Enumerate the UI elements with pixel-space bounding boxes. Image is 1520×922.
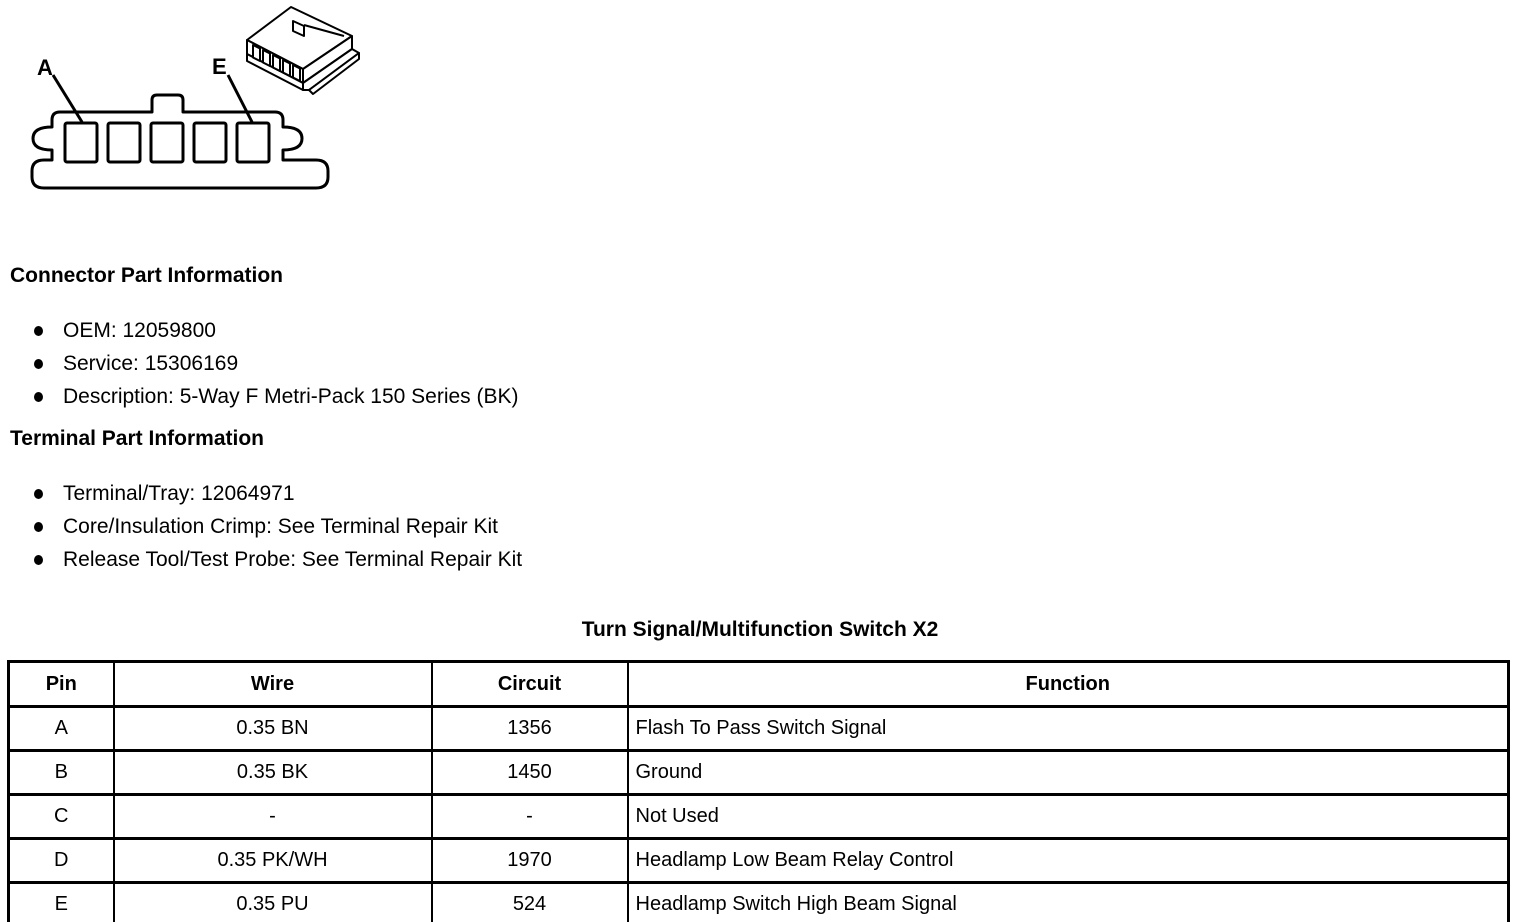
wire-cell: 0.35 PK/WH: [112, 837, 433, 884]
function-cell: Headlamp Switch High Beam Signal: [626, 881, 1510, 922]
cavity-d: [192, 121, 228, 164]
bullet-icon: [34, 391, 43, 402]
circuit-cell: 524: [430, 881, 629, 922]
pinout-table: Pin Wire Circuit Function A 0.35 BN 1356…: [7, 660, 1510, 922]
pin-cell: E: [7, 881, 115, 922]
list-item-text: Service: 15306169: [63, 351, 239, 375]
connector-face-diagram: [30, 93, 330, 190]
function-cell: Ground: [626, 749, 1510, 796]
pinout-table-title: Turn Signal/Multifunction Switch X2: [581, 618, 939, 641]
table-header-row: Pin Wire Circuit Function: [7, 660, 1510, 708]
list-item-oem: OEM: 12059800: [10, 314, 519, 347]
list-item-text: Core/Insulation Crimp: See Terminal Repa…: [63, 514, 498, 538]
connector-part-info-list: OEM: 12059800 Service: 15306169 Descript…: [10, 314, 519, 413]
pin-cell: A: [7, 705, 115, 752]
connector-diagram: A E: [30, 6, 360, 190]
table-row-e: E 0.35 PU 524 Headlamp Switch High Beam …: [7, 881, 1510, 922]
circuit-cell: 1450: [430, 749, 629, 796]
connector-part-info-heading: Connector Part Information: [10, 264, 284, 287]
connector-3d-icon: [246, 6, 360, 95]
bullet-icon: [34, 325, 43, 336]
terminal-part-info-list: Terminal/Tray: 12064971 Core/Insulation …: [10, 477, 522, 576]
cavity-a: [63, 121, 99, 164]
list-item-text: Terminal/Tray: 12064971: [63, 481, 295, 505]
list-item-text: OEM: 12059800: [63, 318, 216, 342]
column-header-function: Function: [626, 660, 1510, 708]
table-row-a: A 0.35 BN 1356 Flash To Pass Switch Sign…: [7, 705, 1510, 752]
function-cell: Not Used: [626, 793, 1510, 840]
column-header-circuit: Circuit: [430, 660, 629, 708]
column-header-pin: Pin: [7, 660, 115, 708]
pin-e-label: E: [212, 54, 227, 79]
list-item-description: Description: 5-Way F Metri-Pack 150 Seri…: [10, 380, 519, 413]
table-row-d: D 0.35 PK/WH 1970 Headlamp Low Beam Rela…: [7, 837, 1510, 884]
bullet-icon: [34, 488, 43, 499]
bullet-icon: [34, 554, 43, 565]
wire-cell: 0.35 BN: [112, 705, 433, 752]
terminal-part-info-heading: Terminal Part Information: [10, 427, 264, 450]
cavity-e: [235, 121, 271, 164]
list-item-terminal-tray: Terminal/Tray: 12064971: [10, 477, 522, 510]
cavity-c: [149, 121, 185, 164]
list-item-release-tool: Release Tool/Test Probe: See Terminal Re…: [10, 543, 522, 576]
pin-cell: D: [7, 837, 115, 884]
wire-cell: 0.35 BK: [112, 749, 433, 796]
list-item-service: Service: 15306169: [10, 347, 519, 380]
circuit-cell: 1356: [430, 705, 629, 752]
bullet-icon: [34, 358, 43, 369]
pin-e-leader-line: [226, 74, 254, 123]
wire-cell: -: [112, 793, 433, 840]
pin-a-label: A: [37, 55, 53, 80]
wire-cell: 0.35 PU: [112, 881, 433, 922]
list-item-text: Description: 5-Way F Metri-Pack 150 Seri…: [63, 384, 519, 408]
function-cell: Headlamp Low Beam Relay Control: [626, 837, 1510, 884]
cavity-b: [106, 121, 142, 164]
pin-cell: C: [7, 793, 115, 840]
pin-a-leader-line: [51, 74, 84, 123]
circuit-cell: -: [430, 793, 629, 840]
table-row-b: B 0.35 BK 1450 Ground: [7, 749, 1510, 796]
list-item-core-crimp: Core/Insulation Crimp: See Terminal Repa…: [10, 510, 522, 543]
column-header-wire: Wire: [112, 660, 433, 708]
pin-cell: B: [7, 749, 115, 796]
table-row-c: C - - Not Used: [7, 793, 1510, 840]
function-cell: Flash To Pass Switch Signal: [626, 705, 1510, 752]
list-item-text: Release Tool/Test Probe: See Terminal Re…: [63, 547, 523, 571]
bullet-icon: [34, 521, 43, 532]
circuit-cell: 1970: [430, 837, 629, 884]
